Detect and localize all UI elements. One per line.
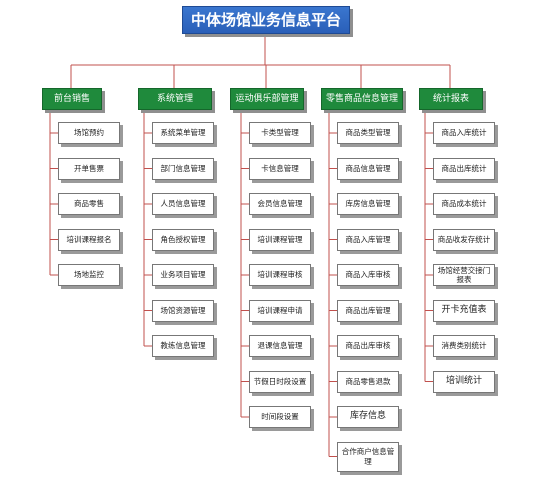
node-item: 人员信息管理 [152, 193, 214, 215]
node-item: 商品信息管理 [337, 157, 399, 180]
node-item: 商品收发存统计 [433, 228, 495, 251]
node-item: 业务项目管理 [152, 264, 214, 286]
node-item: 场地监控 [58, 264, 120, 286]
node-item: 退课信息管理 [249, 335, 311, 357]
node-item: 培训课程管理 [249, 228, 311, 251]
node-item: 库存信息 [337, 406, 399, 428]
category-header: 统计报表 [419, 88, 483, 110]
node-item: 角色授权管理 [152, 228, 214, 251]
node-item: 开单售票 [58, 157, 120, 180]
node-item: 会员信息管理 [249, 193, 311, 215]
node-item: 商品类型管理 [337, 122, 399, 144]
node-item: 场馆预约 [58, 122, 120, 144]
node-item: 商品出库管理 [337, 299, 399, 322]
node-item: 商品零售 [58, 193, 120, 215]
root-title: 中体场馆业务信息平台 [182, 6, 350, 34]
node-item: 系统菜单管理 [152, 122, 214, 144]
node-item: 部门信息管理 [152, 157, 214, 180]
node-item: 商品零售退款 [337, 370, 399, 393]
node-item: 合作商户信息管理 [337, 441, 399, 472]
node-item: 库房信息管理 [337, 193, 399, 215]
node-item: 消费类别统计 [433, 335, 495, 357]
node-item: 商品出库审核 [337, 335, 399, 357]
category-header: 系统管理 [138, 88, 212, 110]
node-item: 商品入库管理 [337, 228, 399, 251]
node-item: 商品出库统计 [433, 157, 495, 180]
node-item: 商品入库统计 [433, 122, 495, 144]
node-item: 场馆资源管理 [152, 299, 214, 322]
node-item: 培训课程申请 [249, 299, 311, 322]
node-item: 场馆经营交接门报表 [433, 264, 495, 286]
category-header: 前台销售 [42, 88, 102, 110]
category-header: 零售商品信息管理 [321, 88, 403, 110]
node-item: 培训课程报名 [58, 228, 120, 251]
category-header: 运动俱乐部管理 [230, 88, 304, 110]
node-item: 培训课程审核 [249, 264, 311, 286]
node-item: 卡信息管理 [249, 157, 311, 180]
node-item: 商品成本统计 [433, 193, 495, 215]
node-item: 开卡充值表 [433, 299, 495, 322]
node-item: 节假日时段设置 [249, 370, 311, 393]
node-item: 卡类型管理 [249, 122, 311, 144]
node-item: 教练信息管理 [152, 335, 214, 357]
node-item: 商品入库审核 [337, 264, 399, 286]
node-item: 培训统计 [433, 370, 495, 393]
node-item: 时间段设置 [249, 406, 311, 428]
